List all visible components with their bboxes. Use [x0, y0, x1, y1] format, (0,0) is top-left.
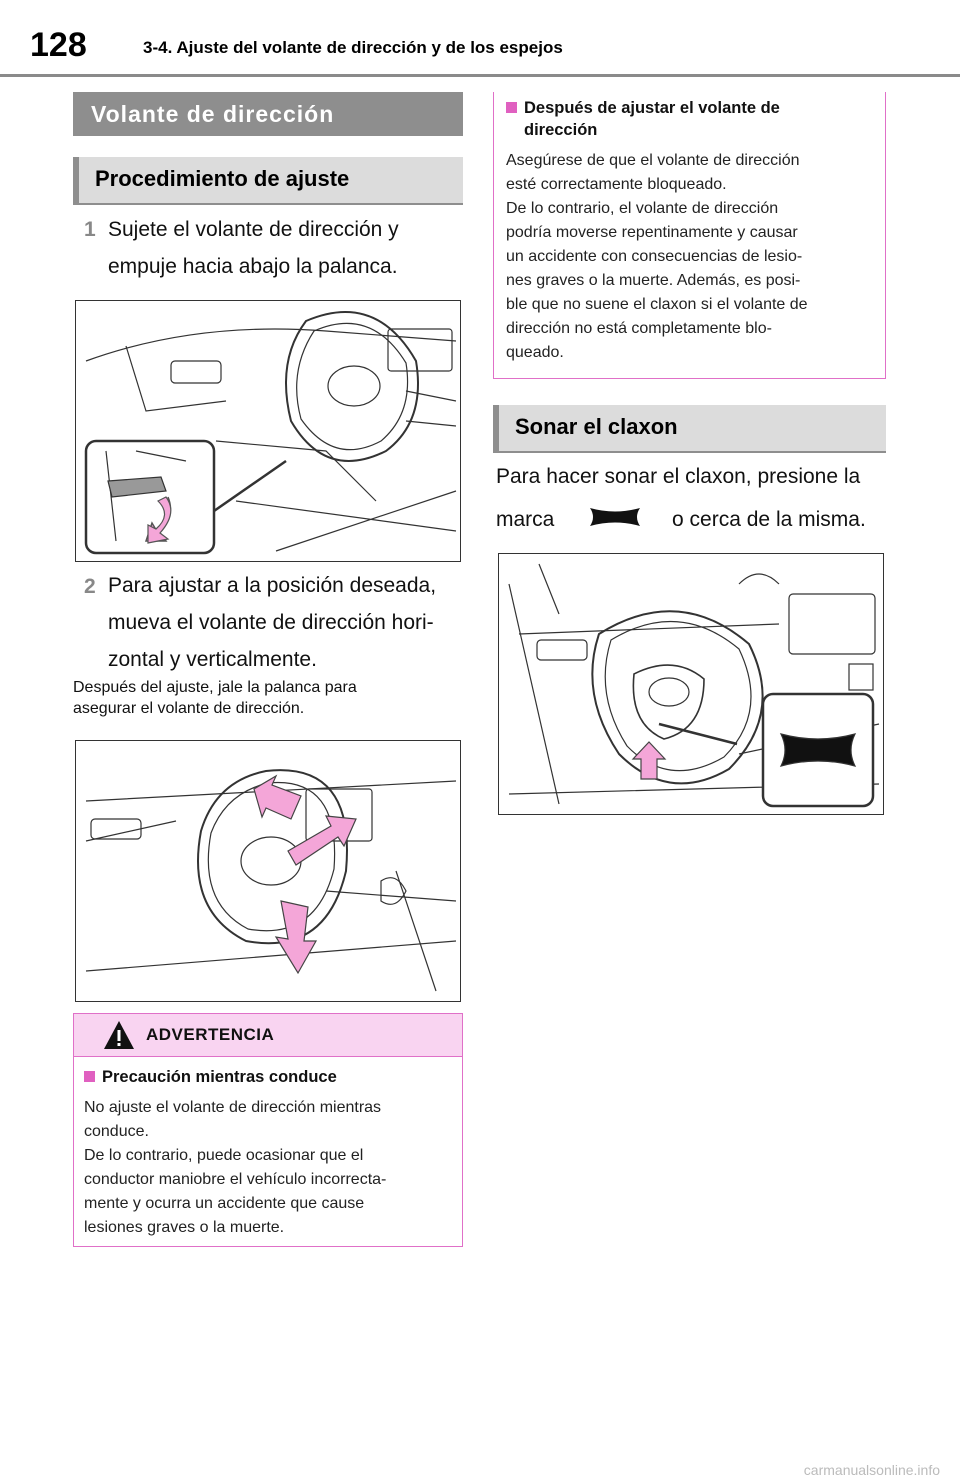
- step-1-line: Sujete el volante de dirección y: [108, 218, 399, 241]
- warning-box: ADVERTENCIA Precaución mientras conduce …: [73, 1013, 463, 1247]
- warning-body-2: Asegúrese de que el volante de dirección…: [506, 149, 885, 365]
- note-line: Después del ajuste, jale la palanca para: [73, 679, 357, 696]
- warning-line: De lo contrario, el volante de dirección: [506, 200, 779, 217]
- warning-line: queado.: [506, 344, 564, 361]
- step-2-line: Para ajustar a la posición deseada,: [108, 574, 437, 597]
- warning-line: podría moverse repentinamente y causar: [506, 224, 798, 241]
- figure-horn: [498, 553, 884, 815]
- warning-icon: [104, 1021, 134, 1049]
- warning-line: dirección no está completamente blo-: [506, 320, 772, 337]
- subsection-title-adjust: Procedimiento de ajuste: [73, 157, 463, 205]
- warning-box-continued: Después de ajustar el volante de direcci…: [493, 92, 886, 379]
- warning-line: nes graves o la muerte. Además, es posi-: [506, 272, 801, 289]
- horn-line-1: Para hacer sonar el claxon, presione la: [496, 465, 861, 488]
- horn-line-2: marca o cerca de la misma.: [496, 498, 866, 541]
- horn-icon: [590, 508, 641, 526]
- figure-adjust-directions: [75, 740, 461, 1002]
- figure-tilt-lever: [75, 300, 461, 562]
- step-2-number: 2: [84, 575, 96, 598]
- step-2-text: Para ajustar a la posición deseada, muev…: [108, 567, 436, 678]
- chapter-title: 3-4. Ajuste del volante de dirección y d…: [143, 38, 563, 57]
- step-1-line: empuje hacia abajo la palanca.: [108, 255, 398, 278]
- warning-item-title: Precaución mientras conduce: [84, 1066, 462, 1088]
- step-2-line: mueva el volante de dirección hori-: [108, 611, 434, 634]
- bullet-square-icon: [506, 102, 517, 113]
- horn-instruction: Para hacer sonar el claxon, presione la …: [496, 455, 866, 541]
- warning-line: No ajuste el volante de dirección mientr…: [84, 1099, 382, 1116]
- bullet-square-icon: [84, 1071, 95, 1082]
- warning-line: De lo contrario, puede ocasionar que el: [84, 1147, 364, 1164]
- after-adjust-note: Después del ajuste, jale la palanca para…: [73, 677, 357, 719]
- step-1-text: Sujete el volante de dirección y empuje …: [108, 211, 399, 285]
- warning-body: No ajuste el volante de dirección mientr…: [84, 1096, 462, 1240]
- step-2-line: zontal y verticalmente.: [108, 648, 317, 671]
- warning-line: esté correctamente bloqueado.: [506, 176, 727, 193]
- watermark: carmanualsonline.info: [803, 1462, 940, 1478]
- warning-title: ADVERTENCIA: [146, 1025, 275, 1044]
- warning-line: un accidente con consecuencias de lesio-: [506, 248, 803, 265]
- warning-line: Asegúrese de que el volante de dirección: [506, 152, 800, 169]
- warning-line: conductor maniobre el vehículo incorrect…: [84, 1171, 387, 1188]
- warning-line: conduce.: [84, 1123, 149, 1140]
- warning-line: mente y ocurra un accidente que cause: [84, 1195, 365, 1212]
- warning-line: lesiones graves o la muerte.: [84, 1219, 285, 1236]
- warning-header: ADVERTENCIA: [74, 1014, 462, 1057]
- subsection-title-horn: Sonar el claxon: [493, 405, 886, 453]
- warning-item-title-2: Después de ajustar el volante de direcci…: [506, 97, 885, 141]
- warning-line: ble que no suene el claxon si el volante…: [506, 296, 808, 313]
- header-divider: [0, 74, 960, 77]
- page-number: 128: [30, 26, 87, 64]
- step-1-number: 1: [84, 218, 96, 241]
- note-line: asegurar el volante de dirección.: [73, 700, 305, 717]
- section-title: Volante de dirección: [73, 92, 463, 136]
